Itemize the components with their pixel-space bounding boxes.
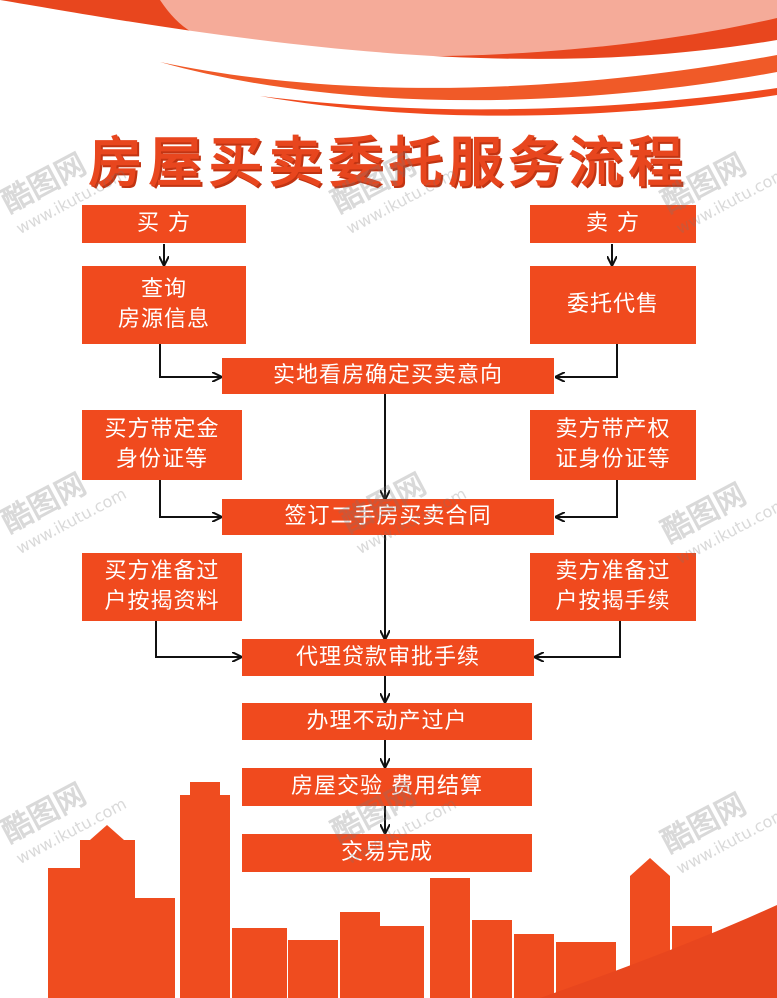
bottom-swoosh	[540, 905, 777, 998]
buyer-label: 买 方	[82, 205, 246, 243]
center-step-viewing: 实地看房确定买卖意向	[222, 358, 554, 394]
arrow-buyer3-to-s3	[155, 620, 240, 657]
top-swoosh-thin	[160, 55, 777, 101]
center-step-loan: 代理贷款审批手续	[242, 639, 534, 676]
center-step-contract: 签订二手房买卖合同	[222, 499, 554, 535]
arrow-buyer2-to-s2	[159, 480, 220, 517]
center-step-complete: 交易完成	[242, 834, 532, 872]
seller-step-transfer-procedures: 卖方准备过户按揭手续	[530, 553, 696, 621]
top-swoosh-light	[160, 0, 777, 57]
city-skyline	[48, 782, 712, 998]
arrow-seller3-to-s3	[536, 620, 621, 657]
seller-step-consign: 委托代售	[530, 266, 696, 344]
buyer-step-deposit: 买方带定金身份证等	[82, 410, 242, 480]
top-swoosh-dark	[0, 0, 777, 59]
arrow-seller2-to-s2	[557, 480, 618, 517]
buyer-step-query: 查询房源信息	[82, 266, 246, 344]
center-step-ownership-transfer: 办理不动产过户	[242, 703, 532, 740]
center-step-settlement: 房屋交验 费用结算	[242, 768, 532, 806]
top-swoosh-thin2	[260, 88, 777, 116]
arrow-seller-to-s1	[557, 344, 618, 377]
arrow-buyer-to-s1	[159, 344, 220, 377]
seller-label: 卖 方	[530, 205, 696, 243]
page-title: 房屋买卖委托服务流程	[88, 130, 689, 194]
seller-step-property-cert: 卖方带产权证身份证等	[530, 410, 696, 480]
buyer-step-transfer-docs: 买方准备过户按揭资料	[82, 553, 242, 621]
